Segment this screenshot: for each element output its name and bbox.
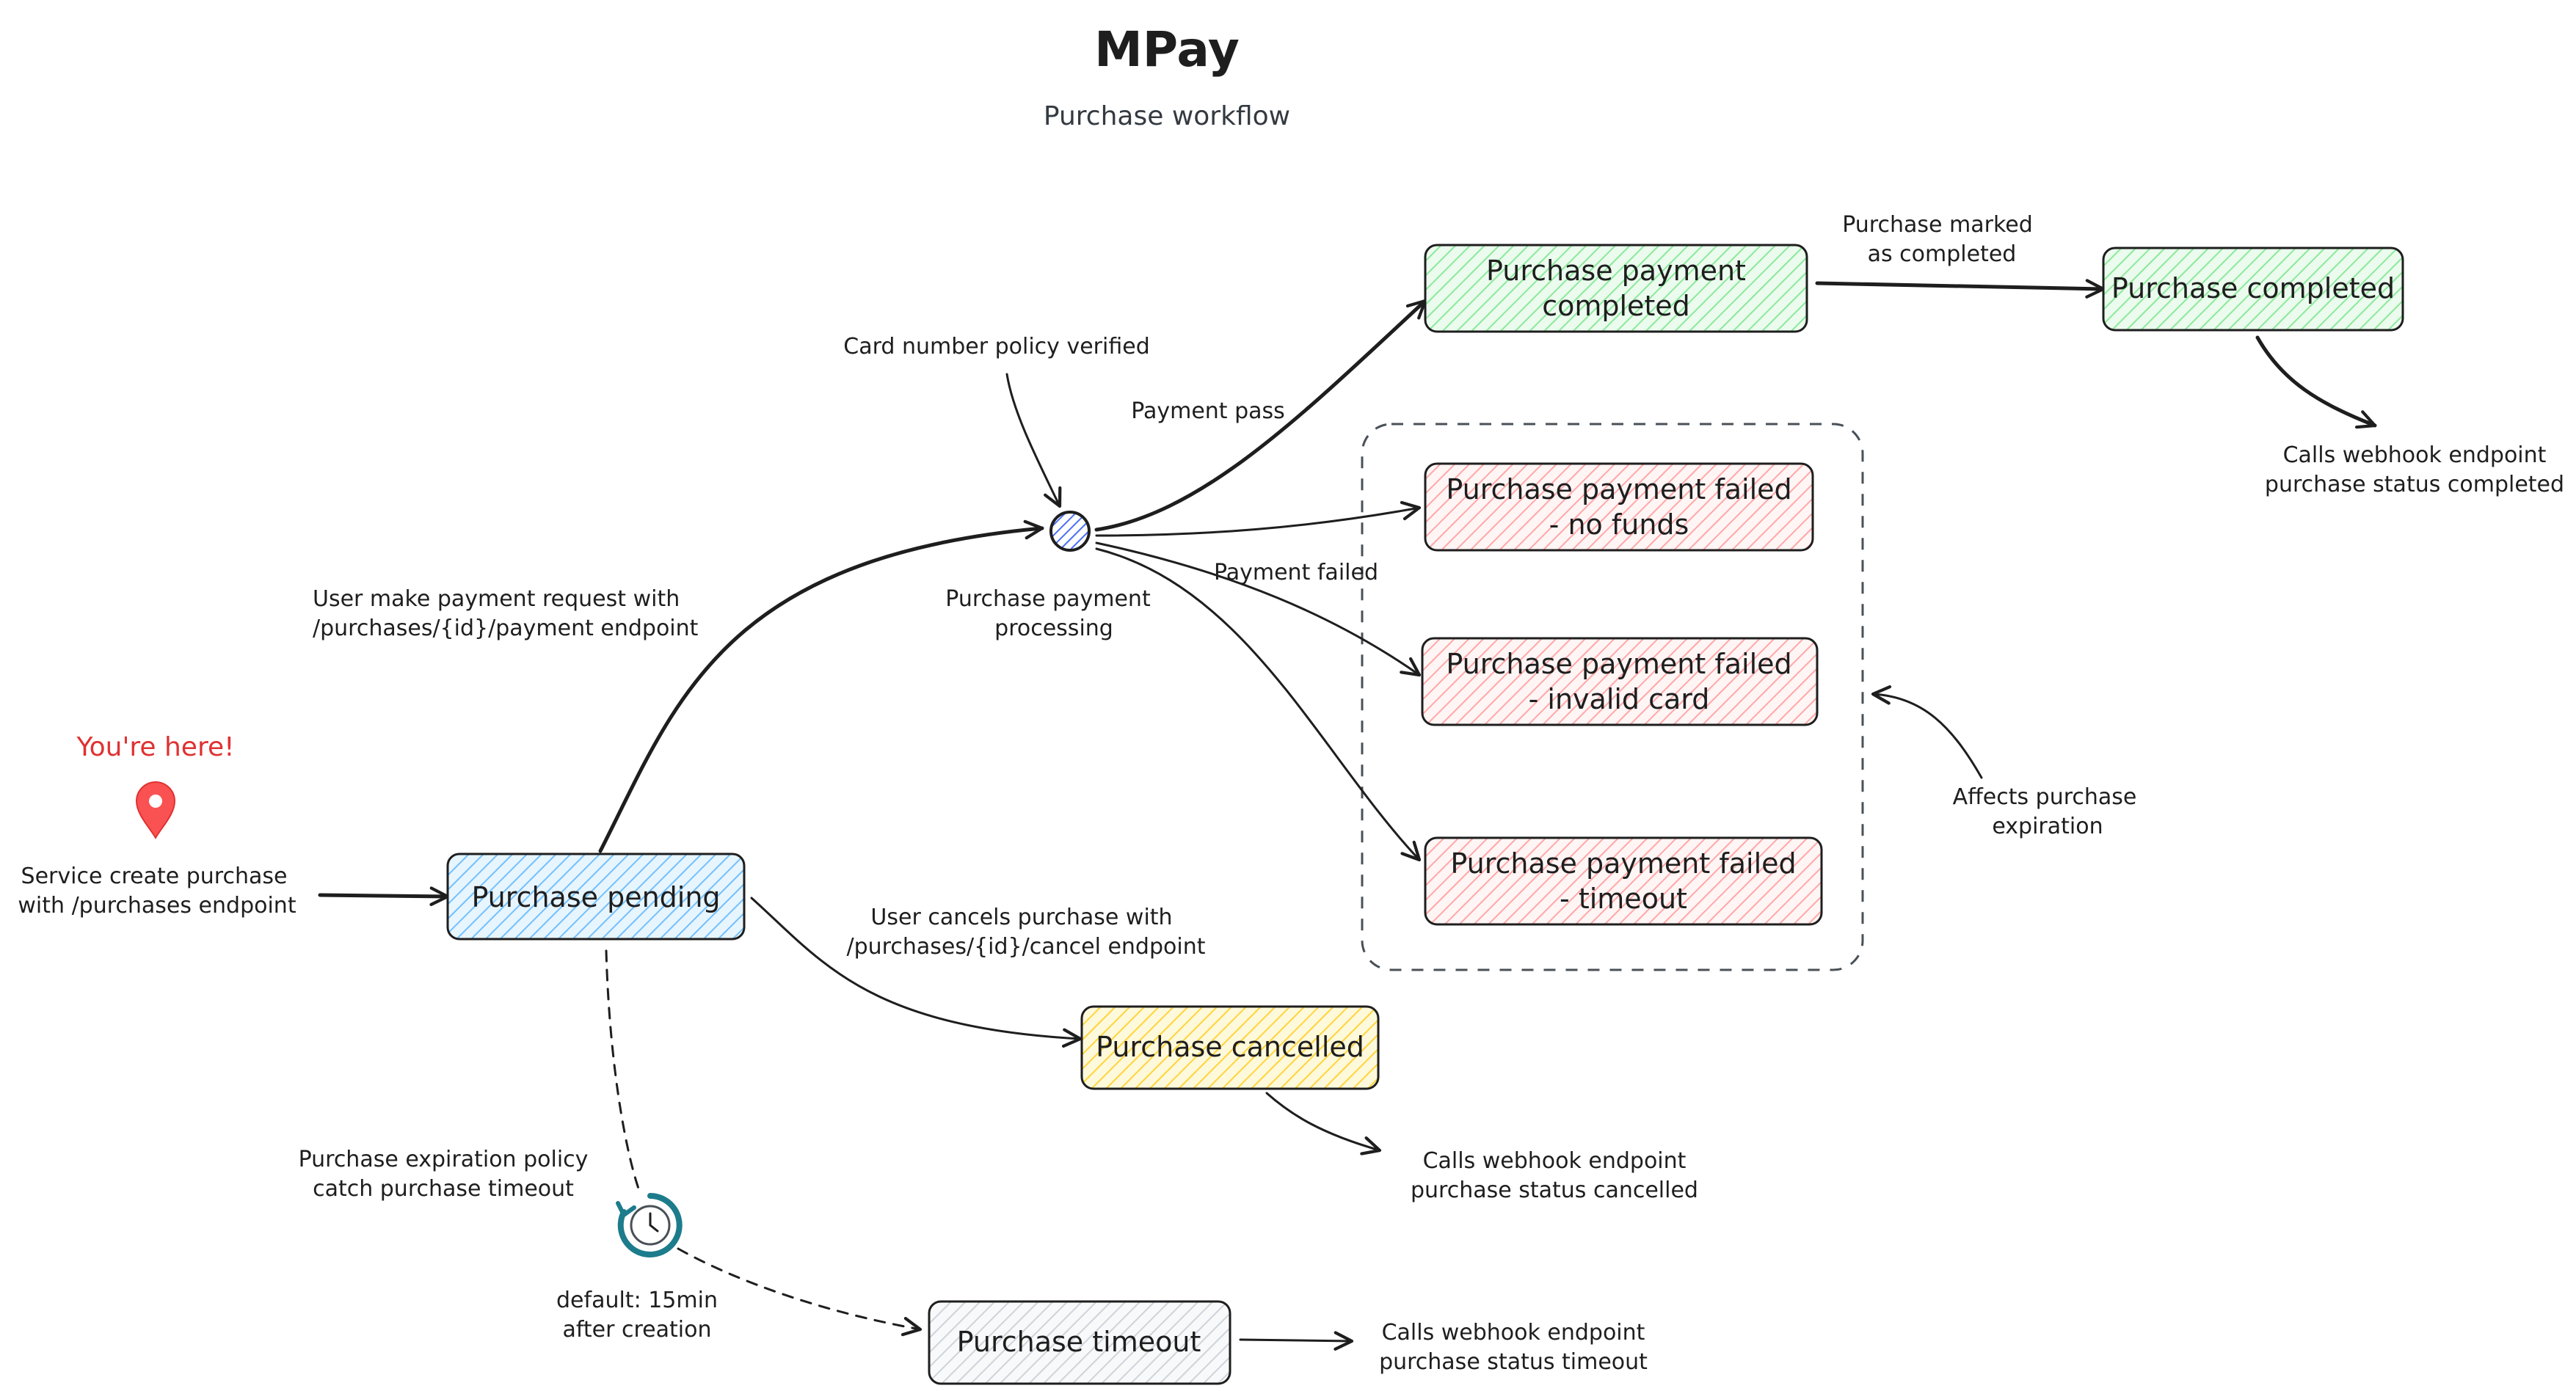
label-expiration-policy-line2: catch purchase timeout	[313, 1176, 574, 1202]
node-failed-timeout-line2: - timeout	[1560, 883, 1687, 915]
edge-pending-to-cancelled	[750, 897, 1083, 1048]
label-card-policy: Card number policy verified	[843, 334, 1149, 359]
label-payment-request-line1: User make payment request with	[313, 586, 680, 612]
edge-create-to-pending	[318, 886, 450, 907]
label-payment-pass: Payment pass	[1131, 398, 1285, 424]
node-failed-invalid-card-line2: - invalid card	[1529, 683, 1710, 715]
diagram-title: MPay	[1094, 21, 1240, 78]
label-user-cancels-line2: /purchases/{id}/cancel endpoint	[847, 934, 1206, 960]
edge-pending-to-timer	[605, 949, 640, 1190]
timer-icon	[616, 1193, 683, 1257]
label-payment-request-line2: /purchases/{id}/payment endpoint	[313, 616, 699, 641]
label-processing-line1: Purchase payment	[945, 586, 1151, 612]
node-purchase-completed[interactable]: Purchase completed	[2102, 247, 2404, 332]
label-webhook-completed-line2: purchase status completed	[2265, 472, 2564, 497]
label-expiration-policy-line1: Purchase expiration policy	[299, 1147, 589, 1172]
map-pin-icon	[135, 781, 176, 840]
failure-group-container	[1361, 423, 1864, 971]
edge-completed-webhook	[2255, 335, 2377, 429]
node-purchase-cancelled[interactable]: Purchase cancelled	[1080, 1005, 1380, 1090]
edge-marked-completed	[1815, 279, 2106, 299]
node-purchase-cancelled-label: Purchase cancelled	[1096, 1031, 1364, 1063]
processing-junction[interactable]	[1049, 511, 1091, 552]
diagram-subtitle: Purchase workflow	[1044, 101, 1290, 131]
label-webhook-cancelled-line1: Calls webhook endpoint	[1423, 1148, 1687, 1174]
node-failed-timeout-line1: Purchase payment failed	[1450, 847, 1796, 880]
edge-to-failed-timeout	[1095, 547, 1422, 862]
edge-pending-to-processing	[598, 519, 1044, 853]
label-service-create-line2: with /purchases endpoint	[18, 893, 296, 919]
node-payment-completed-line2: completed	[1542, 290, 1690, 322]
edge-affects-expiration-pointer	[1871, 685, 1983, 779]
label-affects-expiration-line2: expiration	[1992, 814, 2103, 839]
label-service-create-line1: Service create purchase	[21, 864, 288, 889]
node-failed-no-funds[interactable]: Purchase payment failed - no funds	[1424, 462, 1814, 552]
label-marked-completed-line1: Purchase marked	[1842, 212, 2033, 238]
node-purchase-completed-label: Purchase completed	[2111, 272, 2395, 304]
node-payment-completed[interactable]: Purchase payment completed	[1424, 244, 1808, 333]
node-payment-completed-line1: Purchase payment	[1486, 255, 1746, 287]
edge-to-failed-invalid-card	[1095, 541, 1422, 677]
edge-to-failed-no-funds	[1095, 500, 1422, 537]
label-default-timeout-line2: after creation	[563, 1317, 712, 1343]
label-webhook-timeout-line2: purchase status timeout	[1379, 1349, 1648, 1375]
node-purchase-timeout[interactable]: Purchase timeout	[928, 1300, 1231, 1385]
node-failed-no-funds-line1: Purchase payment failed	[1446, 473, 1791, 505]
node-purchase-timeout-label: Purchase timeout	[957, 1326, 1201, 1358]
edge-timeout-webhook	[1239, 1331, 1354, 1351]
label-webhook-timeout-line1: Calls webhook endpoint	[1382, 1320, 1645, 1346]
node-failed-no-funds-line2: - no funds	[1549, 508, 1689, 541]
node-failed-invalid-card-line1: Purchase payment failed	[1446, 648, 1791, 680]
node-failed-invalid-card[interactable]: Purchase payment failed - invalid card	[1421, 637, 1819, 726]
node-failed-timeout[interactable]: Purchase payment failed - timeout	[1424, 836, 1823, 926]
label-processing-line2: processing	[994, 616, 1113, 641]
label-marked-completed-line2: as completed	[1868, 241, 2017, 267]
label-affects-expiration-line1: Affects purchase	[1953, 784, 2137, 810]
label-webhook-completed-line1: Calls webhook endpoint	[2283, 442, 2547, 468]
edge-card-policy-pointer	[1005, 373, 1062, 508]
node-purchase-pending[interactable]: Purchase pending	[446, 853, 746, 941]
label-default-timeout-line1: default: 15min	[556, 1288, 718, 1313]
you-are-here-label: You're here!	[76, 732, 234, 762]
node-purchase-pending-label: Purchase pending	[471, 881, 720, 913]
label-webhook-cancelled-line2: purchase status cancelled	[1411, 1178, 1698, 1203]
edge-cancelled-webhook	[1265, 1092, 1382, 1155]
label-user-cancels-line1: User cancels purchase with	[870, 905, 1172, 930]
edge-payment-pass	[1094, 299, 1427, 532]
edge-timer-to-timeout	[677, 1247, 923, 1337]
label-payment-failed: Payment failed	[1214, 560, 1378, 585]
